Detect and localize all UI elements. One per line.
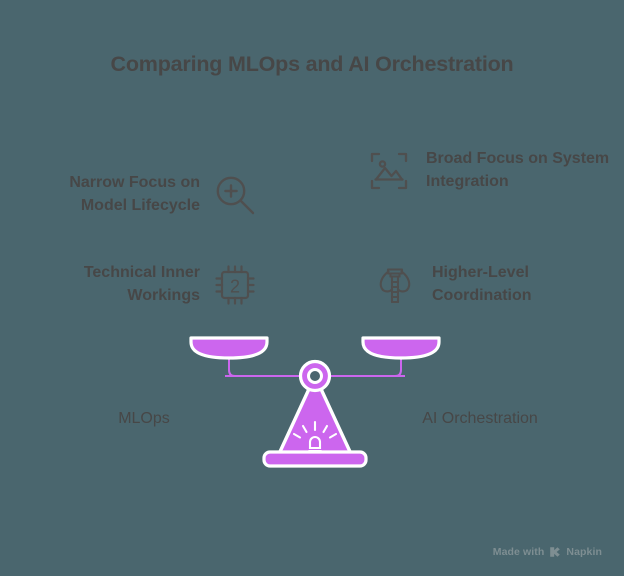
scale-right-pan: [361, 336, 441, 360]
scale-left-pan: [189, 336, 269, 360]
napkin-logo-icon: [550, 547, 561, 557]
pan-label-mlops: MLOps: [118, 410, 170, 427]
pan-label-ai-orchestration: AI Orchestration: [422, 410, 538, 427]
feature-label: Broad Focus on System Integration: [426, 150, 610, 190]
feature-label: Narrow Focus on Model Lifecycle: [69, 174, 200, 214]
scale-left-hanger: [228, 343, 312, 377]
magnifier-plus-icon: [208, 168, 262, 222]
scale-right-hanger: [318, 343, 402, 377]
watermark-made-with: Made with: [492, 546, 545, 558]
balance-scale-graphic: [180, 318, 450, 483]
tower-icon: [368, 258, 422, 312]
scale-fulcrum: [298, 359, 332, 393]
scale-base: [262, 450, 368, 468]
page-title: Comparing MLOps and AI Orchestration: [110, 52, 514, 76]
cpu-chip-icon: 2: [208, 258, 262, 312]
watermark: Made with Napkin: [493, 546, 602, 558]
feature-narrow-focus: Narrow Focus on Model Lifecycle: [22, 168, 262, 222]
feature-technical-inner-workings: Technical Inner Workings 2: [42, 258, 262, 312]
cpu-chip-number: 2: [230, 277, 240, 297]
feature-broad-focus: Broad Focus on System Integration: [362, 144, 612, 198]
watermark-brand: Napkin: [566, 546, 602, 558]
image-scan-icon: [362, 144, 416, 198]
feature-higher-level-coordination: Higher-Level Coordination: [368, 258, 612, 312]
feature-label: Technical Inner Workings: [83, 264, 200, 304]
feature-label: Higher-Level Coordination: [432, 264, 532, 304]
